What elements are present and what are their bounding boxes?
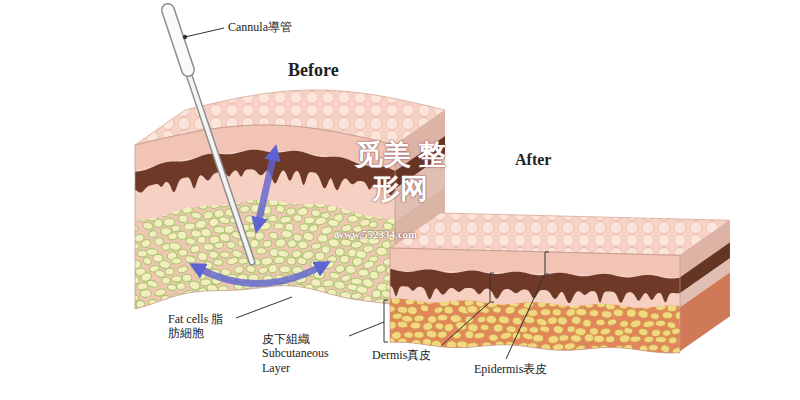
skin-surface: [135, 90, 445, 145]
front-outline: [390, 248, 680, 353]
motion-arrow: [198, 266, 322, 284]
part-label: 皮下組織 Subcutaneous Layer: [262, 332, 346, 375]
part-label: Fat cells 脂肪細胞: [168, 312, 230, 341]
part-label: Dermis真皮: [372, 348, 431, 362]
cannula: [168, 10, 252, 262]
fat-layer: [390, 299, 680, 353]
leader-lines: [183, 28, 549, 359]
side-face: [680, 272, 730, 351]
after-slab: [377, 213, 730, 363]
skin-surface: [390, 213, 730, 255]
part-label: Cannula導管: [228, 20, 292, 34]
part-label: Before: [288, 60, 339, 82]
part-label: After: [515, 150, 551, 169]
fat-layer: [135, 200, 395, 309]
part-label: Epidermis表皮: [474, 362, 547, 376]
basal-layer: [390, 269, 680, 303]
watermark: 觅美 整形网: [346, 138, 454, 205]
watermark: www.552334.com: [336, 228, 417, 241]
motion-arrow: [258, 154, 274, 224]
